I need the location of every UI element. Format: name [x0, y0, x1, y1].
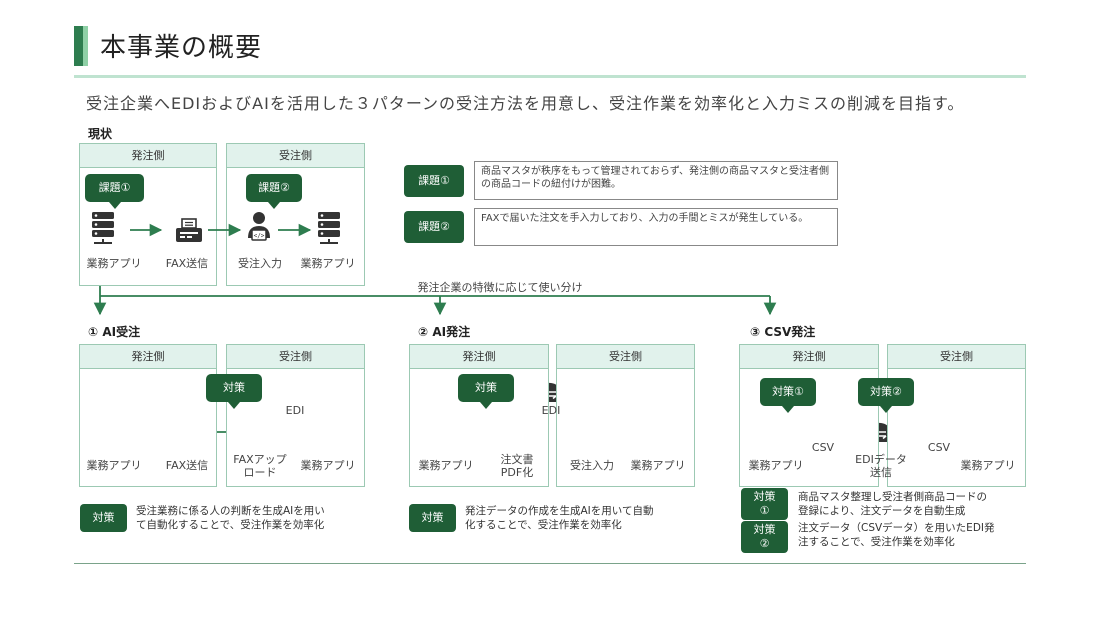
measure1-desc: 商品マスタ整理し受注者側商品コードの 登録により、注文データを自動生成	[798, 490, 1028, 518]
edi-send-label: 送信	[870, 466, 892, 479]
panel-header: 受注側	[888, 345, 1025, 369]
measure1-bubble: 対策①	[760, 378, 816, 413]
input-label: 受注入力	[238, 257, 282, 270]
pattern3-label: ③ CSV発注	[750, 325, 816, 339]
pattern2-order-panel: 発注側	[409, 344, 549, 487]
current-label: 現状	[88, 127, 113, 141]
page-title: 本事業の概要	[100, 33, 263, 63]
measure2-badge: 対策 ②	[741, 521, 788, 553]
pattern3-receive-panel: 受注側	[887, 344, 1026, 487]
measure-desc-line: 商品マスタ整理し受注者側商品コードの	[798, 491, 987, 503]
pattern1-order-panel: 発注側	[79, 344, 217, 487]
app-label: 業務アプリ	[300, 459, 356, 472]
measure2-bubble: 対策②	[858, 378, 914, 413]
fax-label: FAX送信	[165, 257, 209, 270]
panel-header: 受注側	[227, 144, 364, 168]
csv-label: CSV	[811, 441, 835, 454]
panel-header: 受注側	[557, 345, 694, 369]
edi-label: EDI	[541, 404, 561, 417]
title-accent-bar-light	[83, 26, 88, 66]
measure-bubble: 対策	[458, 374, 514, 409]
measure2-desc: 注文データ（CSVデータ）を用いたEDI発 注することで、受注作業を効率化	[798, 521, 1028, 549]
branch-label: 発注企業の特徴に応じて使い分け	[417, 281, 583, 294]
current-receive-panel: 受注側	[226, 143, 365, 286]
pattern3-order-panel: 発注側	[739, 344, 879, 487]
pattern2-receive-panel: 受注側	[556, 344, 695, 487]
measure-badge: 対策	[409, 504, 456, 532]
doc-label: PDF化	[500, 466, 534, 479]
csv-label: CSV	[927, 441, 951, 454]
panel-header: 発注側	[80, 144, 216, 168]
input-label: 受注入力	[570, 459, 614, 472]
measure-desc: 受注業務に係る人の判断を生成AIを用い て自動化することで、受注作業を効率化	[136, 504, 376, 532]
bottom-divider	[74, 563, 1026, 564]
app-label: 業務アプリ	[630, 459, 686, 472]
edi-send-label: EDIデータ	[855, 453, 907, 466]
current-order-panel: 発注側	[79, 143, 217, 286]
title-divider	[74, 75, 1026, 78]
pattern1-receive-panel: 受注側	[226, 344, 365, 487]
issue1-text: 商品マスタが秩序をもって管理されておらず、発注側の商品マスタと受注者側の商品コー…	[474, 161, 838, 200]
measure-bubble: 対策	[206, 374, 262, 409]
measure-badge: 対策	[80, 504, 127, 532]
issue2-badge: 課題②	[404, 211, 464, 243]
issue2-bubble: 課題②	[246, 174, 302, 209]
app-label: 業務アプリ	[300, 257, 356, 270]
server-icon	[318, 212, 340, 244]
measure-desc-line: 化することで、受注作業を効率化	[465, 519, 622, 531]
measure-desc-line: 注文データ（CSVデータ）を用いたEDI発	[798, 522, 995, 534]
panel-header: 発注側	[80, 345, 216, 369]
person-icon	[247, 211, 271, 241]
page-subtitle: 受注企業へEDIおよびAIを活用した３パターンの受注方法を用意し、受注作業を効率…	[86, 94, 965, 113]
badge-line: ②	[759, 537, 770, 550]
pattern1-label: ① AI受注	[88, 325, 141, 339]
app-label: 業務アプリ	[86, 257, 142, 270]
app-label: 業務アプリ	[748, 459, 804, 472]
issue2-text: FAXで届いた注文を手入力しており、入力の手間とミスが発生している。	[474, 208, 838, 246]
badge-line: 対策	[753, 490, 776, 503]
title-accent-bar	[74, 26, 83, 66]
measure-desc-line: 発注データの作成を生成AIを用いて自動	[465, 505, 654, 517]
edi-label: EDI	[285, 404, 305, 417]
badge-line: 対策	[753, 523, 776, 536]
measure-desc-line: て自動化することで、受注作業を効率化	[136, 519, 325, 531]
app-label: 業務アプリ	[960, 459, 1016, 472]
issue1-badge: 課題①	[404, 165, 464, 197]
issue1-bubble: 課題①	[85, 174, 144, 209]
fax-label: FAX送信	[165, 459, 209, 472]
measure-desc-line: 注することで、受注作業を効率化	[798, 536, 955, 548]
fax-upload-label: FAXアップ	[233, 453, 287, 466]
panel-header: 発注側	[410, 345, 548, 369]
server-icon	[92, 212, 114, 244]
app-label: 業務アプリ	[86, 459, 142, 472]
fax-icon	[175, 218, 203, 243]
fax-upload-label: ロード	[243, 466, 277, 479]
measure-desc: 発注データの作成を生成AIを用いて自動 化することで、受注作業を効率化	[465, 504, 705, 532]
pattern2-label: ② AI発注	[418, 325, 471, 339]
measure-desc-line: 受注業務に係る人の判断を生成AIを用い	[136, 505, 325, 517]
measure1-badge: 対策 ①	[741, 488, 788, 520]
app-label: 業務アプリ	[418, 459, 474, 472]
badge-line: ①	[759, 504, 770, 517]
doc-label: 注文書	[500, 453, 534, 466]
panel-header: 受注側	[227, 345, 364, 369]
measure-desc-line: 登録により、注文データを自動生成	[798, 505, 966, 517]
panel-header: 発注側	[740, 345, 878, 369]
